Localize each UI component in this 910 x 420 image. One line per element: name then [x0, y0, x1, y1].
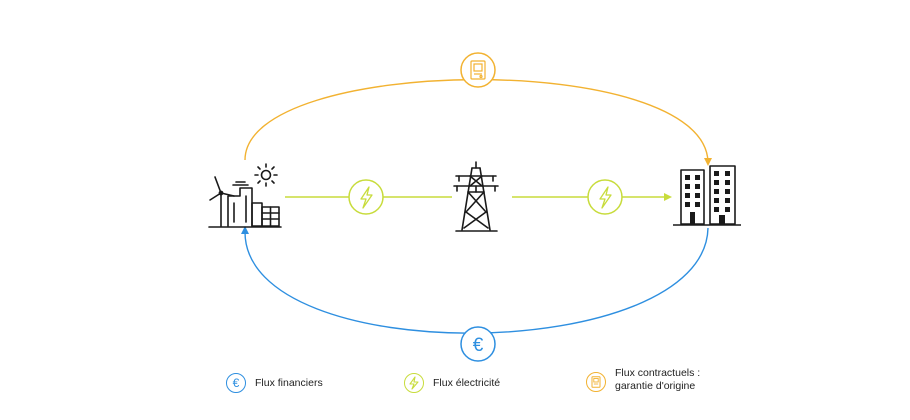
legend-label-financial: Flux financiers: [255, 376, 323, 389]
legend-item-contract: Flux contractuels : garantie d'origine: [586, 367, 700, 393]
financial-flow-arc: [244, 227, 709, 334]
legend-item-electricity: Flux électricité: [404, 373, 500, 393]
contract-badge: [460, 52, 496, 88]
legend-label-contract-line1: Flux contractuels :: [615, 367, 701, 379]
legend-label-contract: Flux contractuels : garantie d'origine: [615, 367, 700, 393]
legend-label-electricity: Flux électricité: [433, 376, 501, 389]
euro-icon: €: [226, 373, 246, 393]
legend-label-contract-line2: garantie d'origine: [615, 380, 696, 392]
euro-badge: €: [460, 326, 496, 362]
contract-flow-arc: [244, 78, 709, 163]
electricity-flow-arrowhead: [664, 193, 672, 201]
lightning-bolt-icon: [360, 186, 373, 209]
lightning-bolt-icon: [599, 186, 612, 209]
legend-item-financial: € Flux financiers: [226, 373, 323, 393]
electricity-badge-1: [348, 179, 384, 215]
euro-symbol: €: [473, 335, 484, 356]
transmission-pylon-icon: [453, 161, 499, 232]
wind-solar-plant-icon: [208, 163, 282, 228]
certificate-document-icon: [470, 60, 486, 80]
electricity-badge-2: [587, 179, 623, 215]
legend: € Flux financiers Flux électricité Flux …: [0, 365, 910, 405]
certificate-document-icon: [586, 372, 606, 392]
office-building-icon: [673, 165, 741, 226]
contract-flow-arrowhead: [704, 158, 712, 166]
lightning-bolt-icon: [404, 373, 424, 393]
legend-euro-symbol: €: [232, 376, 240, 390]
financial-flow-arrowhead: [241, 226, 249, 234]
